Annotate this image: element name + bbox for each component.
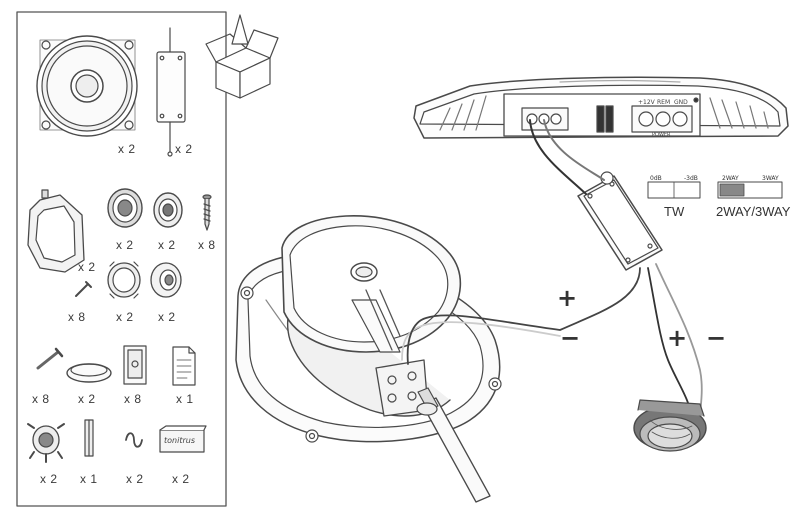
- woofer-icon: [36, 35, 138, 137]
- qty-crossover: x 2: [175, 142, 193, 156]
- qty-long-bolt: x 8: [32, 392, 50, 406]
- crossover-icon: [156, 27, 186, 157]
- screwdriver-icon: [416, 387, 491, 503]
- amp-power-label: POWER: [652, 132, 671, 138]
- main-tweeter-icon: [633, 399, 707, 452]
- qty-tweeter-a: x 2: [116, 238, 134, 252]
- badge-text: tonitrus: [164, 436, 195, 445]
- small-bolt-icon: [75, 281, 92, 297]
- qty-surface-cup: x 2: [158, 310, 176, 324]
- amp-label-gnd: GND: [674, 99, 688, 106]
- qty-manual: x 1: [176, 392, 194, 406]
- way-switch-right-label: 3WAY: [762, 175, 779, 182]
- woofer-plus-sign: +: [557, 284, 578, 312]
- surface-cup-icon: [150, 262, 182, 298]
- amp-label-rem: REM: [657, 99, 671, 106]
- amplifier-icon: [413, 76, 789, 139]
- qty-flush-cup: x 2: [116, 310, 134, 324]
- wire-clip-icon: [125, 432, 143, 448]
- tweeter-minus-sign: −: [706, 324, 727, 352]
- manual-icon: [172, 346, 196, 386]
- qty-logo-badge: x 2: [172, 472, 190, 486]
- tweeter-plus-sign: +: [667, 324, 688, 352]
- qty-woofer: x 2: [118, 142, 136, 156]
- package-box-icon: [205, 14, 279, 99]
- qty-screw: x 8: [198, 238, 216, 252]
- way-switch-left-label: 2WAY: [722, 175, 739, 182]
- qty-swivel-mount: x 2: [40, 472, 58, 486]
- qty-tweeter-b: x 2: [158, 238, 176, 252]
- tw-switch-caption: TW: [664, 204, 685, 219]
- main-crossover-icon: [577, 171, 663, 271]
- tool-icon: [84, 419, 94, 457]
- tw-switch-left-label: 0dB: [650, 175, 662, 182]
- screw-icon: [202, 194, 212, 231]
- way-switch-caption: 2WAY/3WAY: [716, 204, 791, 219]
- qty-tool: x 1: [80, 472, 98, 486]
- swivel-mount-icon: [27, 423, 65, 463]
- logo-badge-icon: [159, 425, 207, 453]
- clip-icon: [123, 345, 147, 385]
- spacer-ring-icon: [66, 363, 112, 383]
- qty-mount-ring: x 2: [78, 260, 96, 274]
- qty-spacer-ring: x 2: [78, 392, 96, 406]
- tweeter-a-icon: [107, 188, 143, 228]
- main-woofer-icon: [235, 215, 502, 443]
- qty-small-bolt: x 8: [68, 310, 86, 324]
- way-switch-icon: [717, 181, 783, 199]
- woofer-minus-sign: −: [560, 324, 581, 352]
- tw-switch-icon: [647, 181, 701, 199]
- amp-label-12v: +12V: [638, 99, 655, 106]
- tw-switch-right-label: -3dB: [684, 175, 698, 182]
- qty-wire-clip: x 2: [126, 472, 144, 486]
- tweeter-b-icon: [153, 192, 183, 228]
- mount-ring-icon: [27, 189, 85, 273]
- flush-cup-icon: [107, 261, 141, 299]
- qty-clip: x 8: [124, 392, 142, 406]
- long-bolt-icon: [36, 347, 64, 370]
- parts-panel-border: [16, 11, 227, 507]
- wires: [401, 119, 703, 419]
